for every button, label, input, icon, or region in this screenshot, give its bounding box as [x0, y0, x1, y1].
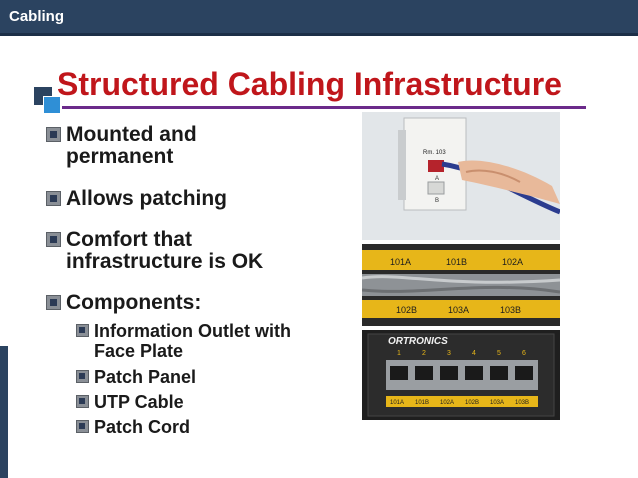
- jack-label-b: B: [435, 198, 439, 204]
- port-number: 3: [447, 350, 451, 357]
- bullet-item: Mounted and permanent: [46, 124, 346, 168]
- header-bar: Cabling: [0, 0, 638, 36]
- cable-tag: 102A: [502, 257, 523, 267]
- header-label: Cabling: [9, 8, 64, 25]
- left-edge-bar: [0, 346, 8, 478]
- sub-bullet-icon: [76, 420, 90, 434]
- bullet-item: Comfort that infrastructure is OK: [46, 229, 346, 273]
- bullet-item: Allows patching: [46, 188, 346, 210]
- cable-tags-photo: 101A 101B 102A 102B 103A 103B: [362, 244, 560, 326]
- panel-label: 102B: [465, 400, 479, 406]
- sub-bullet-text: Information Outlet with: [94, 321, 291, 341]
- sub-bullet-text: UTP Cable: [94, 392, 184, 412]
- panel-label: 102A: [440, 400, 454, 406]
- bullet-text: infrastructure is OK: [66, 250, 264, 273]
- panel-label: 103A: [490, 400, 504, 406]
- sub-bullet-text: Face Plate: [94, 341, 184, 361]
- sub-bullet-text: Patch Cord: [94, 417, 191, 437]
- panel-label: 101A: [390, 400, 404, 406]
- sub-bullet-item: Patch Cord: [76, 417, 334, 437]
- sub-bullet-icon: [76, 324, 90, 338]
- cable-tag: 103A: [448, 305, 469, 315]
- bullet-icon: [46, 191, 62, 207]
- bullet-text: Comfort that: [66, 228, 192, 251]
- cable-tag: 101B: [446, 257, 467, 267]
- bullet-icon: [46, 127, 62, 143]
- port-number: 5: [497, 350, 501, 357]
- sub-bullet-item: UTP Cable: [76, 392, 334, 412]
- sub-bullet-item: Patch Panel: [76, 367, 334, 387]
- bullet-item: Components:: [46, 292, 346, 314]
- panel-brand: ORTRONICS: [388, 336, 448, 347]
- panel-label: 101B: [415, 400, 429, 406]
- jack-label-a: A: [435, 176, 439, 182]
- port-number: 1: [397, 350, 401, 357]
- bullet-text: Components:: [66, 291, 202, 314]
- cable-tag: 101A: [390, 257, 411, 267]
- sub-bullet-icon: [76, 370, 90, 384]
- bullet-text: Mounted and: [66, 123, 197, 146]
- title-decoration-icon: [34, 87, 64, 117]
- sub-bullet-text: Patch Panel: [94, 367, 197, 387]
- port-number: 6: [522, 350, 526, 357]
- panel-label: 103B: [515, 400, 529, 406]
- bullet-icon: [46, 232, 62, 248]
- title-underline: [62, 106, 586, 109]
- bullet-text: permanent: [66, 145, 174, 168]
- sub-bullet-item: Information Outlet with Face Plate: [76, 321, 334, 361]
- bullet-text: Allows patching: [66, 187, 228, 210]
- cable-tag: 102B: [396, 305, 417, 315]
- bullet-icon: [46, 295, 62, 311]
- patch-panel-photo: ORTRONICS 1 2 3 4 5 6 101A 101B 102A 102…: [362, 330, 560, 420]
- port-number: 4: [472, 350, 476, 357]
- sub-bullet-icon: [76, 395, 90, 409]
- port-number: 2: [422, 350, 426, 357]
- plate-label: Rm. 103: [423, 150, 446, 156]
- cable-tag: 103B: [500, 305, 521, 315]
- slide-title: Structured Cabling Infrastructure: [57, 66, 562, 102]
- outlet-photo: Rm. 103 A B: [362, 112, 560, 240]
